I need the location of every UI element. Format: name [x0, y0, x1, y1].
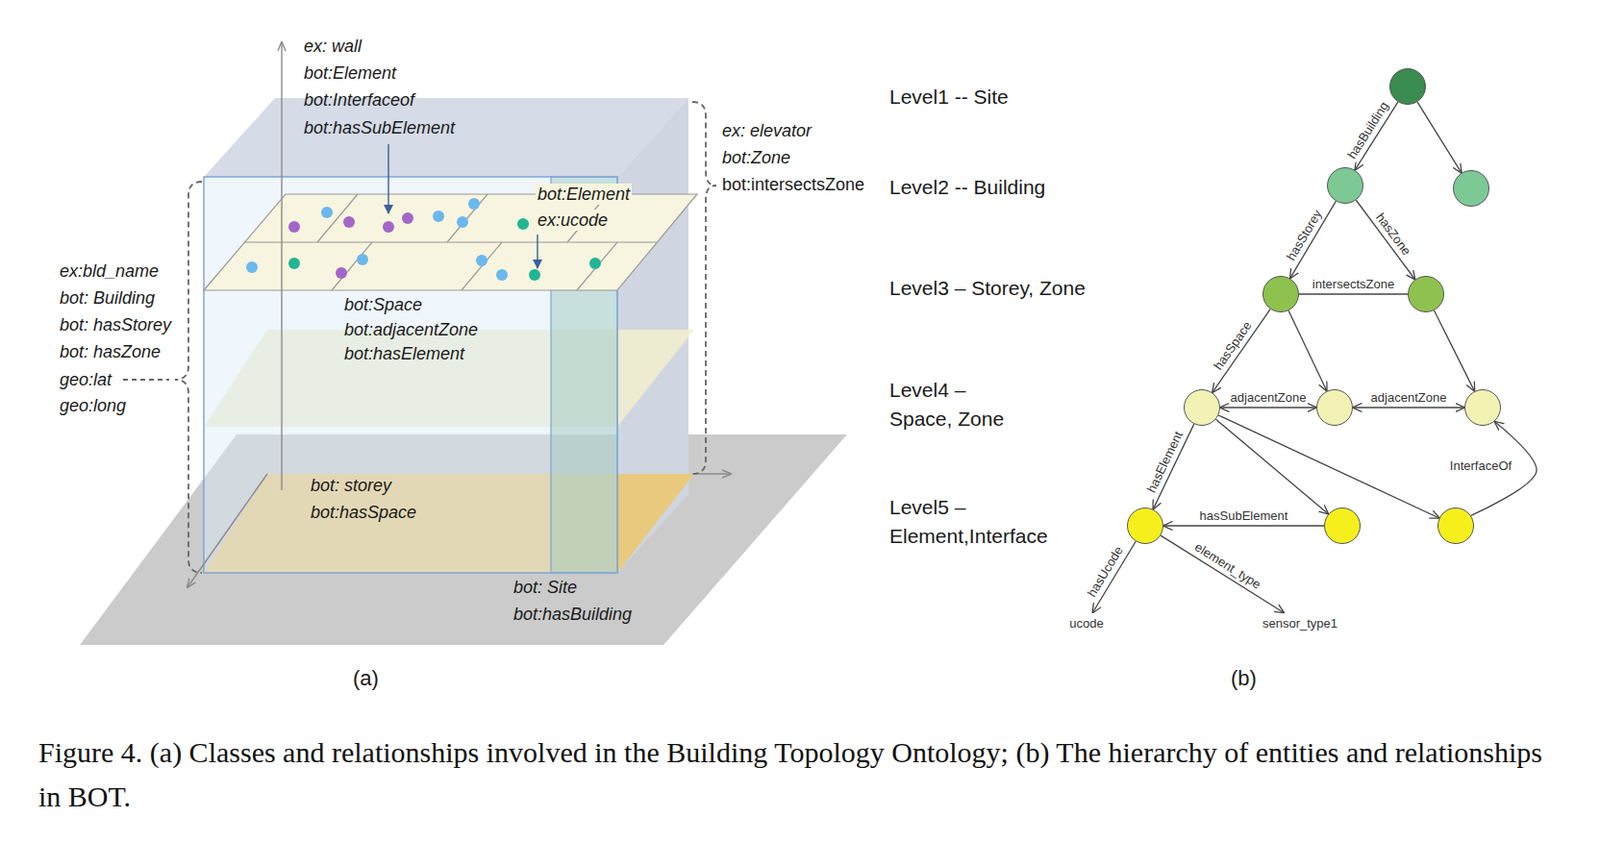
leader-arrow [387, 144, 389, 214]
relation-connector [1433, 310, 1475, 392]
element-dot [343, 216, 355, 228]
class-label: bot: Building [59, 287, 155, 309]
class-label: bot:intersectsZone [722, 174, 865, 196]
leader-arrow [536, 234, 538, 269]
edge-label: adjacentZone [1369, 390, 1450, 405]
class-label: ex:ucode [535, 209, 610, 231]
class-label: bot:hasSubElement [303, 117, 455, 139]
element-dot [335, 267, 348, 279]
class-label: geo:long [59, 395, 126, 417]
relation-connector [1220, 406, 1317, 408]
class-label: bot:Zone [722, 147, 791, 169]
class-label: bot:hasElement [344, 343, 465, 365]
space-plane [203, 194, 698, 291]
entity-circle [1316, 389, 1353, 426]
entity-circle [1389, 68, 1426, 105]
space-divider [331, 242, 373, 291]
element-dot [356, 253, 369, 266]
relation-connector [1355, 200, 1415, 280]
class-label: ex:bld_name [59, 260, 159, 282]
value-node: ucode [1067, 616, 1105, 631]
dashed-brace [175, 181, 202, 574]
entity-circle [1407, 275, 1445, 313]
entity-circle [1326, 167, 1364, 204]
relation-connector [1299, 293, 1408, 295]
class-label: bot:Space [344, 294, 423, 316]
element-dot [382, 221, 395, 233]
level-label: Level1 -- Site [889, 82, 1009, 112]
element-dot [468, 198, 480, 210]
element-dot [321, 206, 333, 219]
value-node: sensor_type1 [1260, 616, 1340, 631]
entity-circle [1126, 507, 1164, 545]
axis-line [694, 473, 731, 475]
relation-connector [1352, 406, 1465, 408]
class-label: bot: Site [513, 576, 577, 599]
class-label: bot:Interfaceof [303, 89, 415, 111]
element-dot [517, 218, 529, 230]
axis-line [280, 42, 282, 491]
node-text: sensor_type1 [1260, 616, 1340, 631]
relation-connector [1216, 419, 1329, 515]
element-dot [456, 216, 469, 228]
class-label: bot: hasZone [59, 341, 161, 363]
edge-label: element_type [1190, 538, 1265, 593]
entity-circle [1452, 170, 1490, 207]
edge-label: adjacentZone [1228, 390, 1309, 405]
building-top-face [203, 98, 689, 177]
space-divider [576, 242, 618, 291]
class-label: bot: storey [310, 475, 392, 497]
element-dot [288, 257, 300, 270]
space-divider [461, 242, 502, 291]
edge-label: hasSpace [1210, 316, 1257, 374]
node-text: ucode [1067, 616, 1105, 631]
entity-circle [1464, 389, 1501, 426]
class-label: bot:adjacentZone [344, 319, 478, 341]
relation-connector [1417, 101, 1462, 174]
level-label: Level3 – Storey, Zone [889, 274, 1086, 303]
space-divider [317, 194, 358, 243]
relation-connector [1218, 415, 1440, 519]
edge-label: intersectsZone [1310, 276, 1397, 292]
level-label: Level5 – Element,Interface [889, 493, 1068, 551]
panel-label: (b) [1230, 665, 1257, 693]
element-dot [496, 269, 508, 281]
level-label: Level2 -- Building [889, 173, 1046, 202]
edge-label: InterfaceOf [1448, 458, 1514, 474]
class-label: bot:Element [535, 183, 632, 205]
class-label: bot: hasStorey [59, 314, 172, 336]
entity-circle [1324, 507, 1361, 545]
element-dot [589, 257, 601, 270]
edge-label: hasSubElement [1198, 508, 1291, 524]
class-label: bot:Element [303, 62, 397, 84]
class-label: geo:lat [59, 369, 112, 391]
element-dot [475, 254, 488, 267]
space-divider [447, 194, 488, 243]
dashed-brace [692, 101, 717, 475]
class-label: ex: elevator [722, 120, 812, 142]
class-label: ex: wall [303, 35, 362, 57]
element-dot [246, 261, 258, 274]
element-dot [401, 212, 414, 225]
element-dot [528, 269, 541, 281]
relation-connector [1288, 310, 1327, 392]
space-divider [244, 241, 657, 243]
class-label: bot:hasBuilding [513, 603, 632, 625]
edge-label: hasBuilding [1343, 98, 1393, 164]
entity-circle [1183, 389, 1221, 426]
panel-label: (a) [352, 665, 379, 693]
element-dot [432, 210, 445, 223]
entity-circle [1262, 275, 1300, 313]
axis-line [187, 474, 268, 588]
element-dot [288, 221, 300, 233]
figure-caption: Figure 4. (a) Classes and relationships … [38, 730, 1568, 820]
relation-connector [1163, 525, 1325, 526]
entity-circle [1437, 507, 1475, 545]
level-label: Level4 – Space, Zone [889, 375, 1025, 434]
brace-leader [123, 378, 170, 381]
relation-connector [1160, 535, 1284, 613]
class-label: bot:hasSpace [310, 501, 417, 524]
